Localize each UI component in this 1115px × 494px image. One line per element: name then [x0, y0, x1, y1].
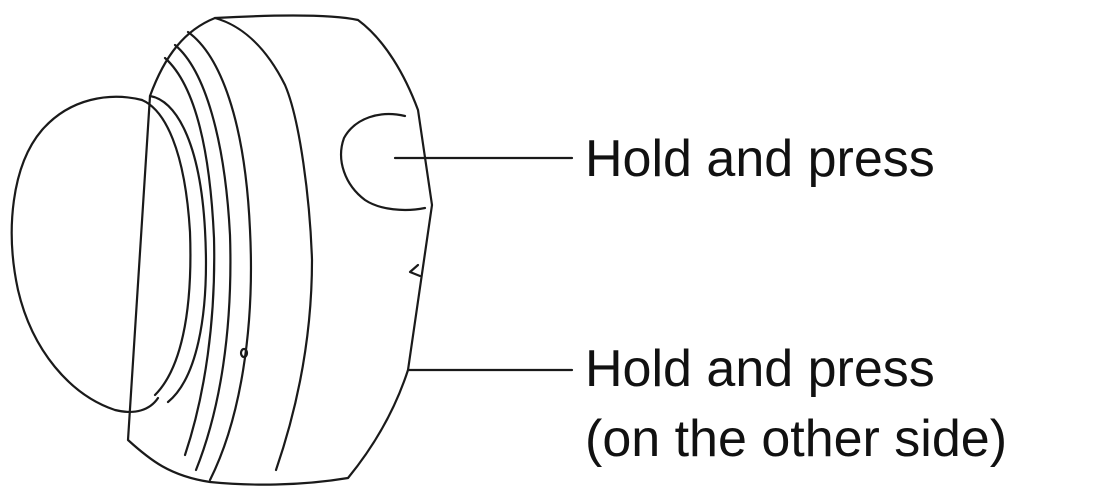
press-button-outline	[340, 112, 427, 211]
callout-label-bottom-line-2: (on the other side)	[585, 410, 1008, 468]
lens-ring	[148, 94, 208, 404]
trim-ring-mid	[173, 43, 232, 472]
callout-label-bottom-line-1: Hold and press	[585, 340, 935, 398]
dome-outline	[10, 95, 160, 414]
trim-ring-inner	[163, 56, 216, 457]
lens-ring-inner	[140, 98, 192, 397]
alignment-mark	[408, 263, 422, 278]
indicator-hole	[239, 347, 249, 359]
housing-top-rim	[213, 16, 314, 472]
callout-label-top: Hold and press	[585, 130, 935, 188]
trim-ring-outer	[186, 30, 253, 482]
housing-outer-outline	[126, 14, 434, 486]
